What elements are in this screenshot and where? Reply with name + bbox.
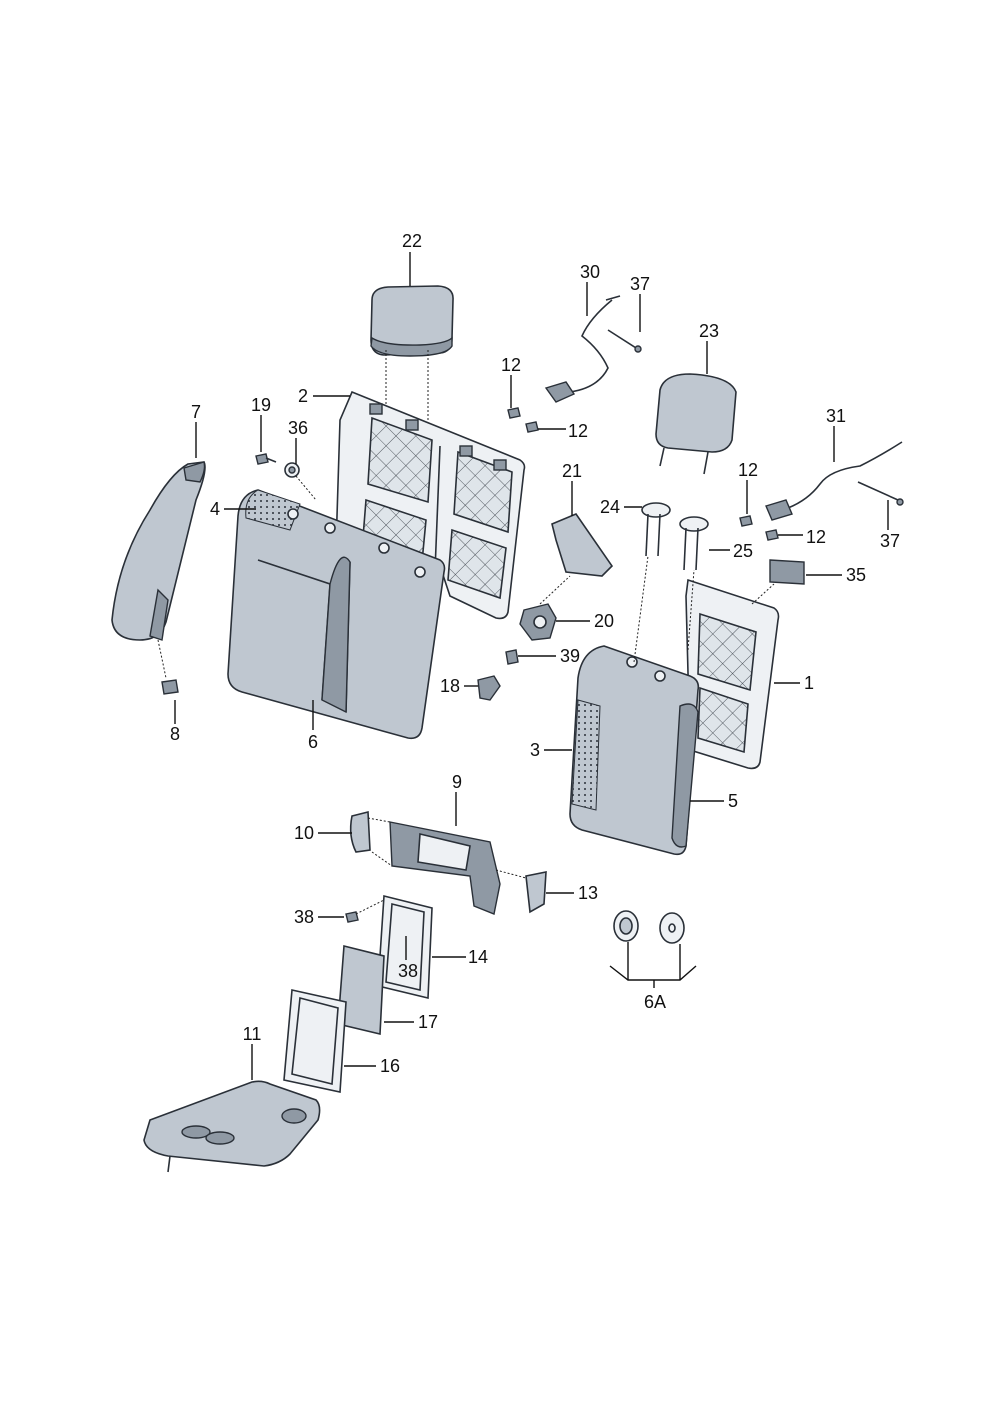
callout-4: 4 bbox=[210, 499, 220, 519]
hinge-cover-10 bbox=[349, 810, 371, 853]
release-cable-right bbox=[765, 441, 904, 521]
screw-12b bbox=[525, 421, 539, 433]
backrest-cover-left bbox=[227, 489, 446, 740]
callout-20: 20 bbox=[594, 611, 614, 631]
callout-7: 7 bbox=[191, 402, 201, 422]
callout-12: 12 bbox=[806, 527, 826, 547]
callout-36: 36 bbox=[288, 418, 308, 438]
headrest-right bbox=[655, 373, 737, 475]
callout-21: 21 bbox=[562, 461, 582, 481]
callout-11: 11 bbox=[243, 1024, 262, 1044]
callout-12: 12 bbox=[501, 355, 521, 375]
screw-19 bbox=[255, 453, 277, 465]
callout-38: 38 bbox=[294, 907, 314, 927]
callout-9: 9 bbox=[452, 772, 462, 792]
lock-cover bbox=[551, 513, 614, 577]
screw-12c bbox=[739, 515, 753, 527]
callout-14: 14 bbox=[468, 947, 488, 967]
callout-13: 13 bbox=[578, 883, 598, 903]
screw-39 bbox=[505, 649, 519, 665]
bracket-18 bbox=[477, 675, 501, 701]
callout-10: 10 bbox=[294, 823, 314, 843]
callout-35: 35 bbox=[846, 565, 866, 585]
hinge-cover-13 bbox=[525, 871, 547, 914]
callout-37: 37 bbox=[630, 274, 650, 294]
armrest-bracket bbox=[389, 821, 501, 915]
backrest-cover-right bbox=[569, 645, 700, 856]
callout-6A: 6A bbox=[644, 992, 666, 1012]
callout-31: 31 bbox=[826, 406, 846, 426]
armrest-11 bbox=[143, 1080, 321, 1173]
latch bbox=[519, 603, 557, 641]
backrest-frame-left bbox=[335, 390, 526, 620]
armrest-lid-17 bbox=[337, 944, 385, 1036]
callout-5: 5 bbox=[728, 791, 738, 811]
callout-19: 19 bbox=[251, 395, 271, 415]
callout-16: 16 bbox=[380, 1056, 400, 1076]
switch-35 bbox=[769, 559, 805, 585]
headrest-guide-25 bbox=[679, 516, 709, 571]
callout-38: 38 bbox=[398, 961, 418, 981]
callout-3: 3 bbox=[530, 740, 540, 760]
side-bolster bbox=[111, 461, 206, 679]
trim-frame-16 bbox=[283, 989, 347, 1093]
callout-23: 23 bbox=[699, 321, 719, 341]
nut-36 bbox=[284, 462, 317, 501]
release-cable-left bbox=[544, 295, 642, 403]
callout-24: 24 bbox=[600, 497, 620, 517]
callout-12: 12 bbox=[738, 460, 758, 480]
callout-2: 2 bbox=[298, 386, 308, 406]
callout-30: 30 bbox=[580, 262, 600, 282]
callout-18: 18 bbox=[440, 676, 460, 696]
callout-25: 25 bbox=[733, 541, 753, 561]
leader-lines bbox=[174, 252, 889, 1080]
screw-12a bbox=[507, 407, 521, 419]
callout-6: 6 bbox=[308, 732, 318, 752]
callout-22: 22 bbox=[402, 231, 422, 251]
backrest-frame-right bbox=[685, 578, 780, 770]
grommets-6A bbox=[613, 910, 685, 944]
screw-38a bbox=[345, 911, 359, 923]
callout-8: 8 bbox=[170, 724, 180, 744]
callout-1: 1 bbox=[804, 673, 814, 693]
screw-12d bbox=[765, 529, 779, 541]
callout-37: 37 bbox=[880, 531, 900, 551]
callout-labels: 22 30 37 23 12 12 2 7 19 36 31 12 12 37 … bbox=[170, 231, 900, 1076]
callout-12: 12 bbox=[568, 421, 588, 441]
clip-8 bbox=[161, 679, 179, 695]
callout-39: 39 bbox=[560, 646, 580, 666]
callout-17: 17 bbox=[418, 1012, 438, 1032]
headrest-guide-24 bbox=[641, 502, 671, 557]
